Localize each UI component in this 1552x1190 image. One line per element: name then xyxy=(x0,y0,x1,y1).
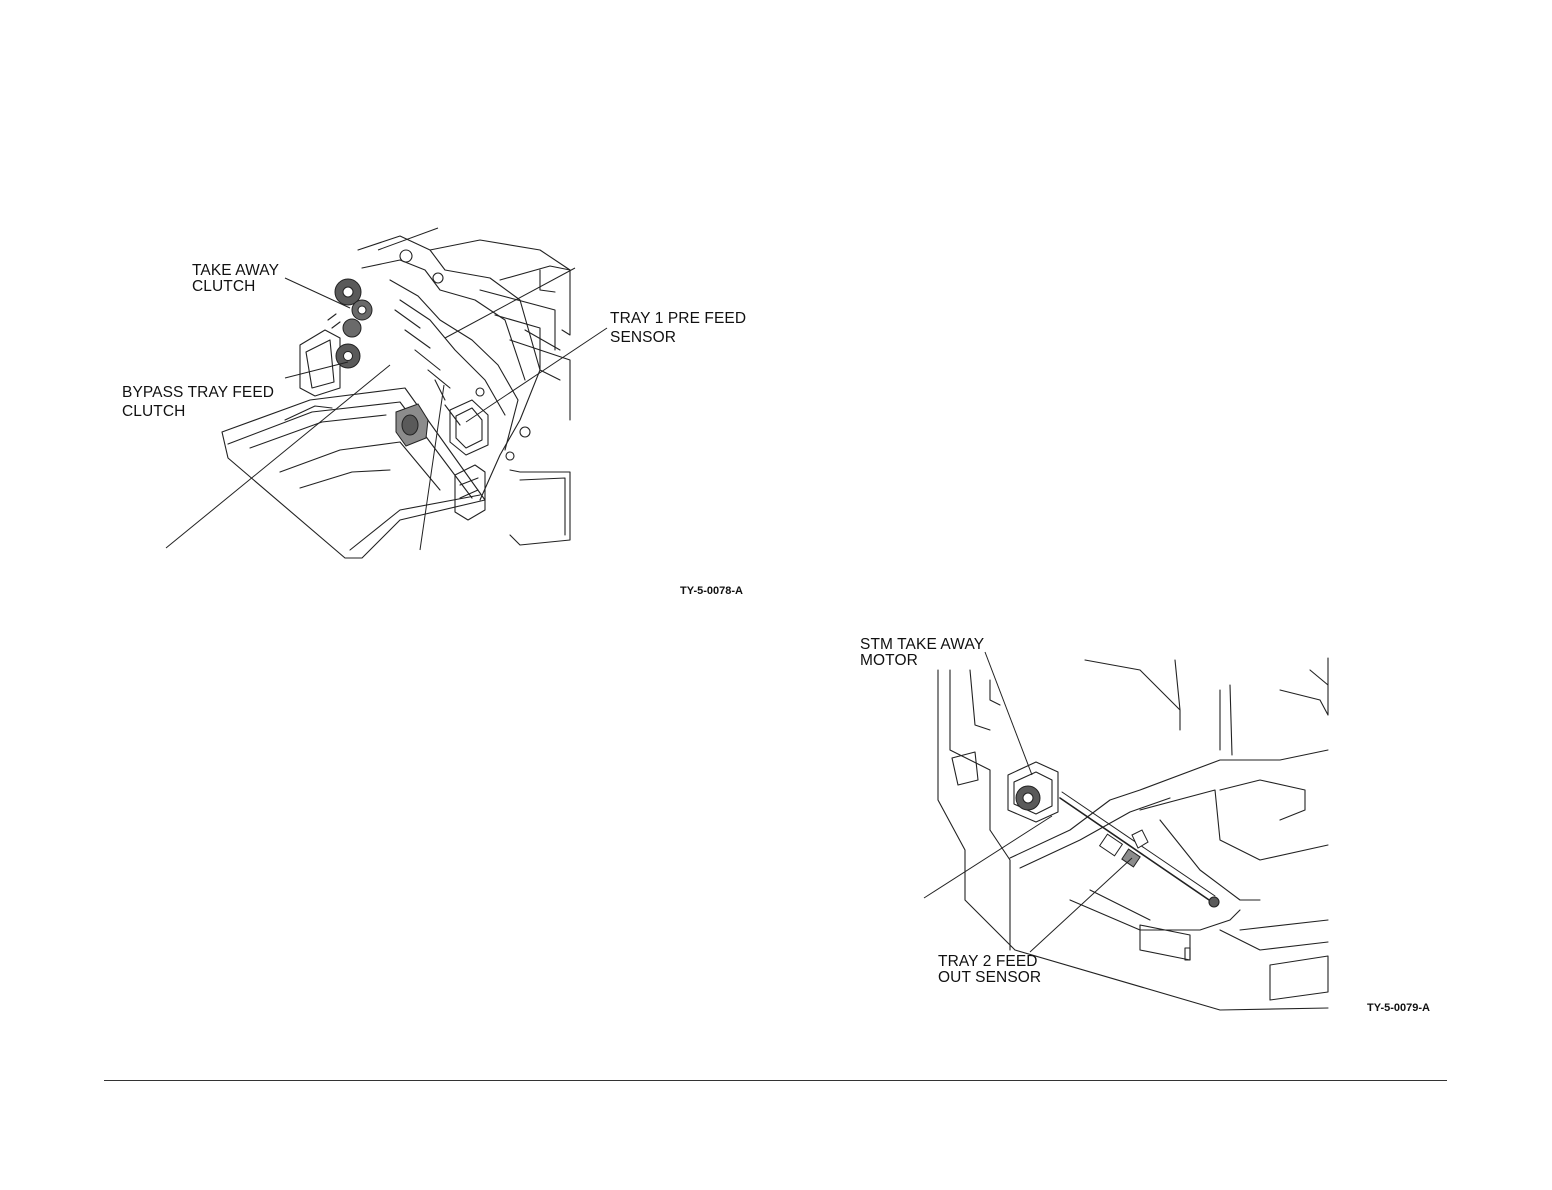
transport-frame xyxy=(358,236,540,500)
tray2-feed-out-sensor-part xyxy=(1100,830,1148,867)
label-tray2-feed-out-sensor: TRAY 2 FEED OUT SENSOR xyxy=(938,954,1041,986)
label-take-away-clutch: TAKE AWAY CLUTCH xyxy=(192,263,279,295)
figure2-illustration xyxy=(840,630,1460,1025)
leader-tray2-feed-out-sensor xyxy=(1030,858,1132,952)
figure-tray1-feed-components: TAKE AWAY CLUTCH BYPASS TRAY FEED CLUTCH… xyxy=(100,210,780,610)
feed-roller-part xyxy=(396,404,428,446)
figure-id: TY-5-0078-A xyxy=(680,585,743,597)
figure-id: TY-5-0079-A xyxy=(1367,1002,1430,1014)
label-bypass-tray-feed-clutch: BYPASS TRAY FEED CLUTCH xyxy=(122,385,274,420)
machine-body xyxy=(430,240,570,335)
leader-lower-left xyxy=(924,816,1052,898)
label-stm-take-away-motor: STM TAKE AWAY MOTOR xyxy=(860,637,984,669)
leader-stm-take-away-motor xyxy=(985,652,1032,775)
leader-lower-mid xyxy=(420,385,444,550)
figure-tray2-feed-components: STM TAKE AWAY MOTOR TRAY 2 FEED OUT SENS… xyxy=(840,630,1460,1025)
footer-rule xyxy=(104,1080,1447,1081)
leader-top-1 xyxy=(378,228,438,250)
leader-tray1-pre-feed-sensor xyxy=(466,328,607,422)
drive-shaft xyxy=(1060,798,1212,902)
leader-bypass-tray-feed-clutch xyxy=(285,362,348,378)
label-tray1-pre-feed-sensor: TRAY 1 PRE FEED SENSOR xyxy=(610,311,746,346)
take-away-clutch-part xyxy=(335,279,372,337)
motor-gear xyxy=(1016,786,1040,810)
